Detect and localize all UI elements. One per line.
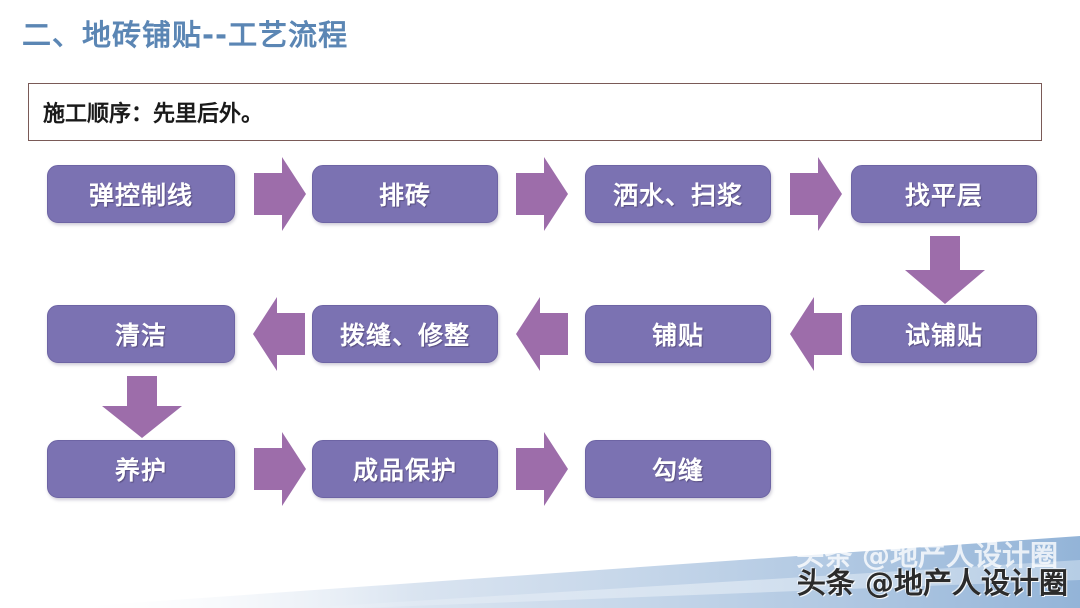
flow-node-6[interactable]: 铺贴 bbox=[585, 305, 771, 363]
flow-node-2[interactable]: 排砖 bbox=[312, 165, 498, 223]
flow-arrow-down-1 bbox=[899, 234, 991, 306]
flow-arrow-left-1 bbox=[782, 295, 848, 373]
construction-order-note-text: 施工顺序：先里后外。 bbox=[43, 102, 264, 127]
flow-arrow-down-2 bbox=[96, 374, 188, 440]
flow-node-8[interactable]: 清洁 bbox=[47, 305, 235, 363]
flow-node-3[interactable]: 洒水、扫浆 bbox=[585, 165, 771, 223]
watermark: 头条 @地产人设计圈 bbox=[796, 566, 1068, 600]
flow-node-4[interactable]: 找平层 bbox=[851, 165, 1037, 223]
flow-node-label: 找平层 bbox=[904, 181, 983, 210]
flow-arrow-right-5 bbox=[510, 430, 572, 508]
flow-node-label: 拨缝、修整 bbox=[339, 321, 470, 350]
flow-node-label: 铺贴 bbox=[651, 321, 704, 350]
construction-order-note-box: 施工顺序：先里后外。 bbox=[28, 83, 1042, 141]
flow-arrow-right-3 bbox=[784, 155, 846, 233]
flow-node-5[interactable]: 试铺贴 bbox=[851, 305, 1037, 363]
flow-node-label: 弹控制线 bbox=[88, 181, 193, 210]
flow-node-label: 排砖 bbox=[378, 181, 431, 210]
flow-node-11[interactable]: 勾缝 bbox=[585, 440, 771, 498]
watermark-ghost: 头条 @地产人设计圈 bbox=[796, 539, 1058, 572]
flow-node-label: 试铺贴 bbox=[904, 321, 983, 350]
flow-node-label: 成品保护 bbox=[352, 456, 457, 485]
flow-node-label: 洒水、扫浆 bbox=[612, 181, 743, 210]
flow-node-label: 勾缝 bbox=[651, 456, 704, 485]
flow-node-10[interactable]: 成品保护 bbox=[312, 440, 498, 498]
flow-node-7[interactable]: 拨缝、修整 bbox=[312, 305, 498, 363]
flow-node-label: 养护 bbox=[114, 456, 167, 485]
flow-arrow-right-4 bbox=[248, 430, 310, 508]
flow-node-9[interactable]: 养护 bbox=[47, 440, 235, 498]
flow-node-label: 清洁 bbox=[114, 321, 167, 350]
flow-arrow-right-2 bbox=[510, 155, 572, 233]
flow-arrow-left-3 bbox=[245, 295, 311, 373]
flow-arrow-left-2 bbox=[508, 295, 574, 373]
flow-arrow-right-1 bbox=[248, 155, 310, 233]
flow-node-1[interactable]: 弹控制线 bbox=[47, 165, 235, 223]
page-title: 二、地砖铺贴--工艺流程 bbox=[22, 18, 349, 52]
